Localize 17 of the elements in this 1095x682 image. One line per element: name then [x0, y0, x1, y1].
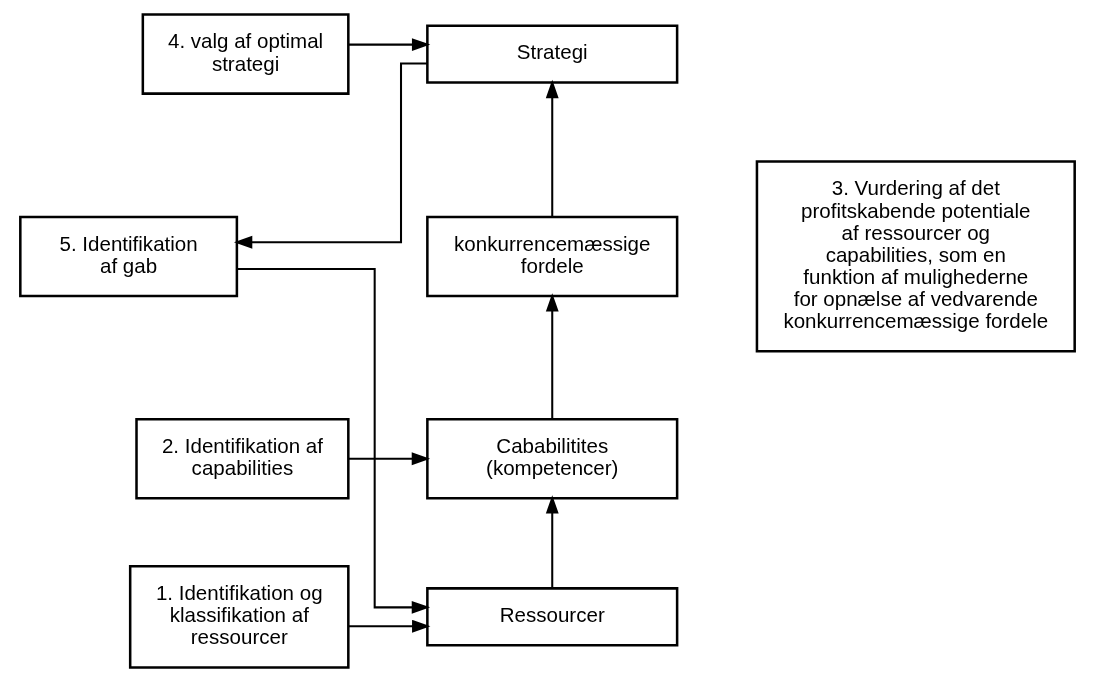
arrow — [545, 495, 559, 588]
node-box: 1. Identifikation og klassifikation af ressourcer — [128, 565, 350, 669]
arrow — [348, 452, 431, 466]
node-box: 2. Identifikation af capabilities — [135, 418, 350, 500]
node-box: 3. Vurdering af det profitskabende potentiale af ressourcer og capabilities, som en funktion af mulighederne for opnælse af vedvarende konkurrencemæssige fordele — [755, 160, 1076, 353]
node-box: 4. valg af optimal strategi — [141, 13, 350, 95]
node-box: Strategi — [426, 24, 679, 84]
arrow — [545, 79, 559, 217]
node-box: Ressourcer — [426, 587, 679, 647]
node-box: konkurrencemæssige fordele — [426, 215, 679, 298]
arrow — [545, 293, 559, 419]
node-box: 5. Identifikation af gab — [19, 215, 239, 298]
node-box: Cababilitites (kompetencer) — [426, 418, 679, 500]
arrow — [348, 619, 431, 633]
arrow — [237, 268, 431, 614]
arrow — [233, 62, 428, 249]
arrow — [348, 38, 431, 52]
